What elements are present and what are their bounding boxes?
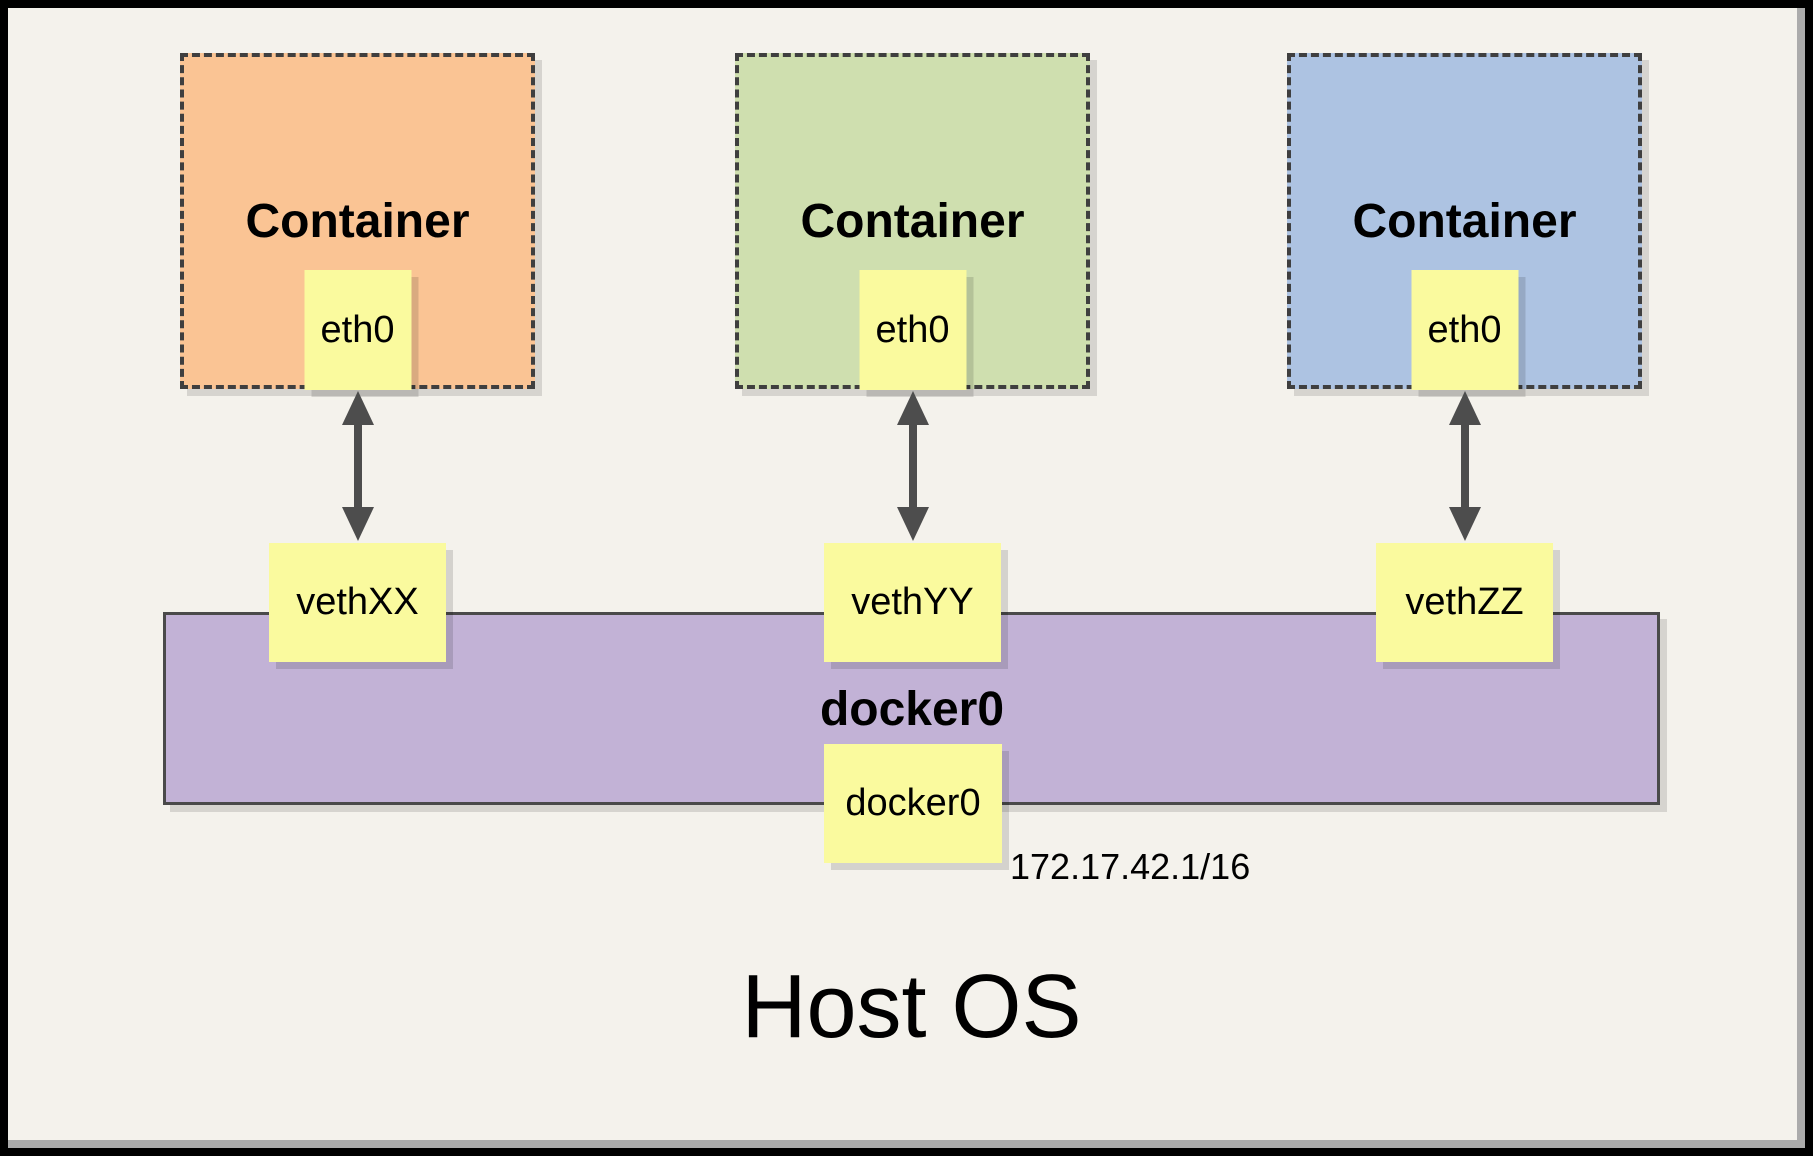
host-os-label: Host OS bbox=[741, 957, 1082, 1057]
vethXX-label: vethXX bbox=[296, 581, 419, 623]
vethXX-interface-box: vethXX bbox=[269, 543, 446, 662]
eth0-interface-box-2: eth0 bbox=[859, 270, 966, 390]
docker0-bridge-label: docker0 bbox=[819, 683, 1005, 736]
bidirectional-arrow-icon-1 bbox=[342, 391, 374, 541]
bidirectional-arrow-icon-3 bbox=[1449, 391, 1481, 541]
container-box-2: Container eth0 bbox=[735, 53, 1090, 390]
container-box-1: Container eth0 bbox=[180, 53, 535, 390]
container-box-3: Container eth0 bbox=[1287, 53, 1642, 390]
vethZZ-interface-box: vethZZ bbox=[1376, 543, 1553, 662]
docker0-interface-label: docker0 bbox=[845, 782, 981, 824]
diagram-canvas: Container eth0 Container eth0 Container … bbox=[8, 8, 1797, 1140]
container-label: Container bbox=[800, 194, 1025, 248]
container-label: Container bbox=[1352, 194, 1577, 248]
bidirectional-arrow-icon-2 bbox=[897, 391, 929, 541]
vethYY-interface-box: vethYY bbox=[824, 543, 1001, 662]
bridge-ip-address: 172.17.42.1/16 bbox=[1010, 846, 1251, 887]
eth0-label: eth0 bbox=[320, 308, 395, 351]
vethYY-label: vethYY bbox=[851, 581, 974, 623]
vethZZ-label: vethZZ bbox=[1405, 581, 1524, 623]
eth0-label: eth0 bbox=[1427, 308, 1502, 351]
eth0-interface-box-1: eth0 bbox=[304, 270, 411, 390]
container-label: Container bbox=[245, 194, 470, 248]
docker0-interface-box: docker0 bbox=[824, 744, 1002, 863]
eth0-label: eth0 bbox=[875, 308, 950, 351]
eth0-interface-box-3: eth0 bbox=[1411, 270, 1518, 390]
